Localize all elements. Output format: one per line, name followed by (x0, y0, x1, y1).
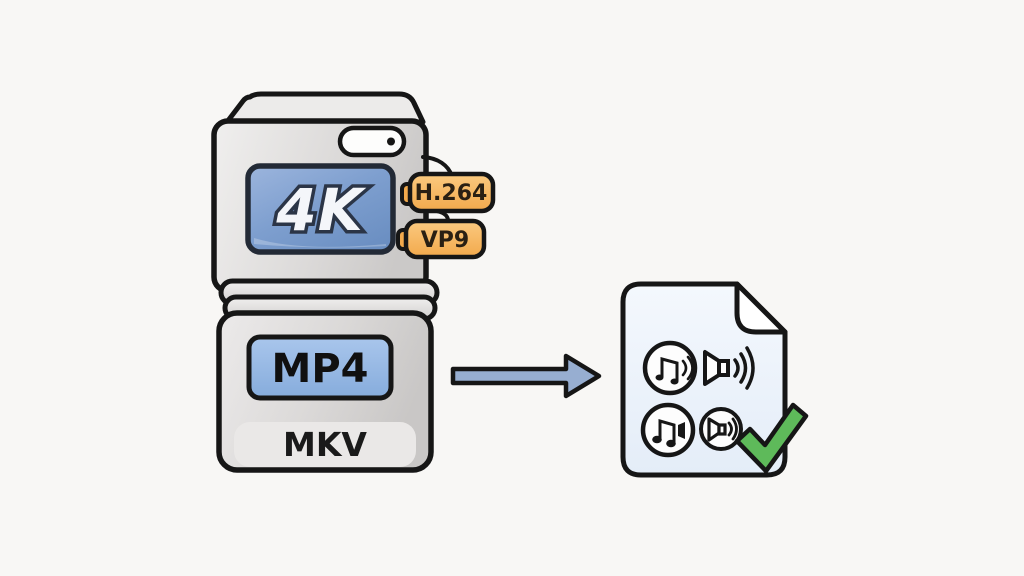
conversion-arrow (450, 353, 602, 399)
output-file-illustration (620, 281, 809, 478)
container-format-plate (246, 334, 394, 401)
container-alt-plate (234, 422, 416, 467)
speaker-waves-icon (703, 346, 755, 390)
container-alt-label: MKV (283, 425, 367, 464)
arrow-right-icon (450, 353, 602, 399)
codec-tag-body (403, 218, 487, 260)
device-slot-dot (387, 137, 395, 146)
music-note-speaker-track-icon (640, 402, 696, 458)
music-note-audio-track-icon (642, 340, 698, 396)
device-lid (224, 91, 426, 125)
video-screen (245, 163, 396, 255)
codec-tag-label: VP9 (421, 228, 469, 253)
codec-tag-h264: H.264 (400, 171, 496, 214)
document-fold-corner (734, 281, 788, 335)
container-format-label: MP4 (272, 346, 369, 392)
device-slot (337, 125, 407, 158)
green-checkmark-icon (734, 402, 809, 474)
codec-tag-vp9: VP9 (396, 218, 487, 260)
speaker-circle-icon (699, 407, 743, 451)
codec-tag-label: H.264 (415, 181, 488, 206)
screen-gloss (254, 238, 386, 248)
codec-tag-body (407, 171, 496, 214)
resolution-badge: 4K (275, 176, 366, 244)
source-file-illustration: 4K H.264 VP9 MP4 MKV (211, 91, 496, 473)
